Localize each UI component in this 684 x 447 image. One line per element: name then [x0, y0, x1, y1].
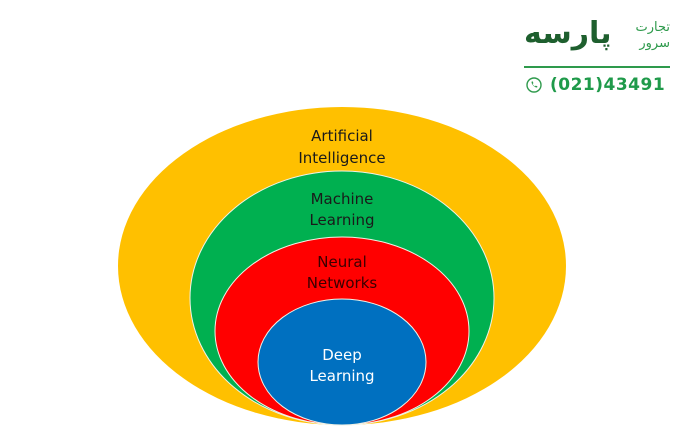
phone-number: (021)43491	[550, 75, 666, 95]
label-dl-line-1: Deep	[322, 346, 362, 364]
label-nn-line-2: Networks	[307, 274, 378, 292]
ellipse-labels: Artificial Intelligence Machine Learning…	[298, 127, 385, 385]
label-ml-line-1: Machine	[311, 190, 374, 208]
brand-subtitle: تجارت سرور	[626, 20, 671, 52]
label-dl-line-2: Learning	[309, 367, 374, 385]
ellipse-layers	[118, 107, 566, 426]
label-ml-line-2: Learning	[309, 211, 374, 229]
brand-subtitle-line-2: سرور	[639, 36, 670, 51]
brand-name: پارسه	[524, 16, 612, 51]
brand-subtitle-line-1: تجارت	[635, 20, 671, 35]
label-ai-line-1: Artificial	[311, 127, 373, 145]
brand-row: پارسه تجارت سرور	[522, 14, 672, 60]
ellipse-dl	[257, 298, 427, 426]
company-logo: پارسه تجارت سرور (021)43491	[522, 14, 672, 100]
phone-icon	[526, 77, 542, 93]
label-nn-line-1: Neural	[317, 253, 366, 271]
label-ai-line-2: Intelligence	[298, 149, 385, 167]
phone-row: (021)43491	[526, 74, 665, 96]
logo-divider	[524, 66, 670, 68]
